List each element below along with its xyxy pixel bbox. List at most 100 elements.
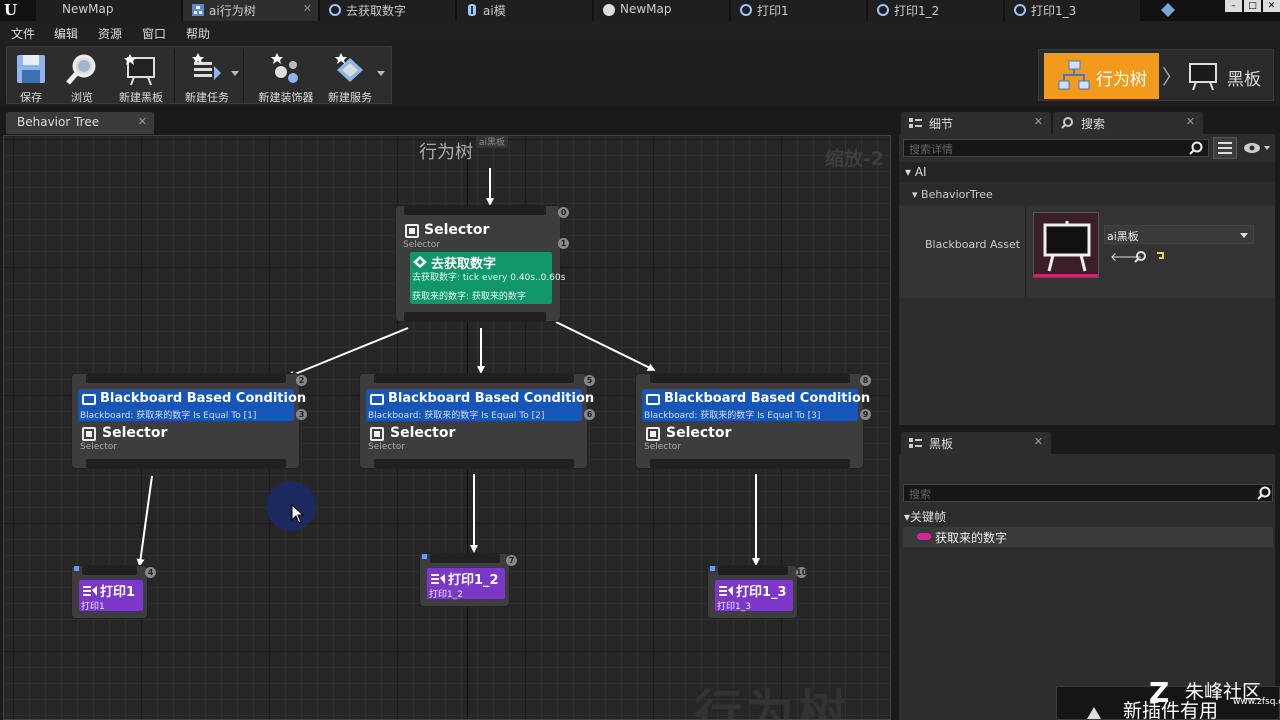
node-title: Selector xyxy=(666,425,732,441)
tab-blackboard[interactable]: 黑板 ✕ xyxy=(901,432,1051,454)
input-pin[interactable] xyxy=(404,206,546,215)
menu-asset[interactable]: 资源 xyxy=(98,27,123,41)
category-behavior-tree[interactable]: ▾ BehaviorTree xyxy=(899,184,1275,204)
visibility-eye-icon[interactable] xyxy=(1243,141,1271,155)
task-body[interactable]: 打印1_2 打印1_2 xyxy=(427,568,505,600)
toolbar-group: 保存 浏览 新建黑板 新建任务 新建装饰器 新建服务 xyxy=(6,46,392,104)
maximize-button[interactable]: □ xyxy=(1244,0,1261,12)
source-control-icon[interactable] xyxy=(1160,2,1176,18)
new-task-dropdown-icon[interactable] xyxy=(231,71,239,76)
category-ai[interactable]: ▾ AI xyxy=(899,162,1275,182)
tab-newmap[interactable]: NewMap xyxy=(36,0,181,21)
decorator-condition: Blackboard: 获取来的数字 Is Equal To [2] xyxy=(368,411,545,421)
branch-selector-node-2[interactable]: Blackboard Based Condition Blackboard: 获… xyxy=(360,374,595,468)
browse-search-icon[interactable] xyxy=(1133,250,1147,264)
input-pin[interactable] xyxy=(430,554,500,563)
close-window-button[interactable]: ✕ xyxy=(1263,0,1280,12)
use-selected-arrow-icon[interactable]: 🡐 xyxy=(1110,250,1143,264)
close-icon[interactable]: ✕ xyxy=(1185,115,1195,128)
blackboard-asset-combo[interactable]: ai黑板 xyxy=(1104,225,1254,244)
output-pin[interactable] xyxy=(404,312,546,321)
branch-selector-node-1[interactable]: Blackboard Based Condition Blackboard: 获… xyxy=(72,374,307,468)
new-decorator-button[interactable]: 新建装饰器 xyxy=(249,47,323,105)
keys-category-label: 关键帧 xyxy=(910,510,947,524)
menu-help[interactable]: 帮助 xyxy=(186,27,211,41)
breakpoint-marker-icon xyxy=(710,566,715,571)
save-button[interactable]: 保存 xyxy=(9,47,53,105)
cursor-highlight xyxy=(266,481,316,531)
details-tab-label: 细节 xyxy=(929,117,954,131)
service-get-number[interactable]: 去获取数字 去获取数字: tick every 0.40s..0.60s 获取来… xyxy=(410,252,565,304)
blackboard-mode-button[interactable]: 黑板 xyxy=(1179,53,1271,99)
new-blackboard-button[interactable]: 新建黑板 xyxy=(113,47,169,105)
tab-print1-2[interactable]: 打印1_2 xyxy=(868,0,1003,21)
zoom-level: 缩放-2 xyxy=(824,148,884,170)
tab-ai-behavior-tree[interactable]: ai行为树 ✕ xyxy=(183,0,318,21)
branch-selector-node-3[interactable]: Blackboard Based Condition Blackboard: 获… xyxy=(636,374,871,468)
output-pin[interactable] xyxy=(374,459,574,468)
task-subtitle: 打印1_2 xyxy=(429,590,463,600)
blackboard-keys-category[interactable]: ▾关键帧 xyxy=(904,510,947,524)
unreal-logo-icon[interactable]: U xyxy=(4,1,18,19)
input-pin[interactable] xyxy=(82,566,137,575)
new-service-label: 新建服务 xyxy=(328,91,372,104)
close-icon[interactable]: ✕ xyxy=(1033,435,1043,448)
close-icon[interactable]: ✕ xyxy=(137,115,147,128)
search-icon xyxy=(1189,141,1203,155)
close-icon[interactable]: ✕ xyxy=(1033,115,1043,128)
task-node-print1-2[interactable]: 打印1_2 打印1_2 7 xyxy=(420,554,517,606)
tab-ai-model[interactable]: ai模 xyxy=(457,0,592,21)
tab-print1-3[interactable]: 打印1_3 xyxy=(1005,0,1140,21)
tab-behavior-tree-graph[interactable]: Behavior Tree ✕ xyxy=(6,112,154,134)
input-pin[interactable] xyxy=(650,374,850,383)
tab-details[interactable]: 细节 ✕ xyxy=(901,112,1051,134)
selector-icon xyxy=(646,427,660,441)
behavior-tree-mode-button[interactable]: 行为树 xyxy=(1044,53,1159,99)
node-subtitle: Selector xyxy=(80,442,117,452)
menu-window[interactable]: 窗口 xyxy=(142,27,167,41)
blackboard-search-input[interactable]: 搜索 xyxy=(903,484,1273,502)
new-service-button[interactable]: 新建服务 xyxy=(325,47,375,105)
site-watermark: Z 朱峰社区 新插件有用 www.zfsq.com xyxy=(1056,676,1280,720)
tab-search[interactable]: 搜索 ✕ xyxy=(1053,112,1203,134)
output-pin[interactable] xyxy=(650,459,850,468)
asset-thumbnail[interactable] xyxy=(1033,212,1099,278)
output-pin[interactable] xyxy=(86,459,286,468)
browse-button[interactable]: 浏览 xyxy=(57,47,107,105)
view-options-button[interactable] xyxy=(1213,137,1237,159)
window-controls: – □ ✕ xyxy=(1225,0,1280,14)
tab-get-number[interactable]: 去获取数字 xyxy=(320,0,455,21)
task-node-print1-3[interactable]: 打印1_3 打印1_3 10 xyxy=(708,566,807,618)
details-search-input[interactable]: 搜索详情 xyxy=(903,139,1209,157)
blackboard-condition-decorator-2[interactable]: Blackboard Based Condition Blackboard: 获… xyxy=(366,389,594,421)
blackboard-condition-decorator-3[interactable]: Blackboard Based Condition Blackboard: 获… xyxy=(642,389,870,421)
tab-label: 打印1 xyxy=(757,4,789,18)
execution-index-badge: 8 xyxy=(860,375,871,386)
minimize-button[interactable]: – xyxy=(1225,0,1242,12)
task-node-print1[interactable]: 打印1 打印1 4 xyxy=(72,566,156,618)
close-icon[interactable]: ✕ xyxy=(302,2,312,15)
mouse-cursor-icon xyxy=(291,504,305,524)
wire-to-task-1 xyxy=(136,475,153,567)
blueprint-circle-icon xyxy=(877,4,889,16)
input-pin[interactable] xyxy=(718,566,788,575)
category-behavior-tree-label: BehaviorTree xyxy=(921,188,993,201)
reset-to-default-icon[interactable] xyxy=(1155,251,1165,261)
asset-type-color-bar xyxy=(1034,274,1098,277)
input-pin[interactable] xyxy=(374,374,574,383)
tab-print1[interactable]: 打印1 xyxy=(731,0,866,21)
menu-edit[interactable]: 编辑 xyxy=(54,27,79,41)
blackboard-condition-decorator-1[interactable]: Blackboard Based Condition Blackboard: 获… xyxy=(78,389,306,421)
root-selector-node[interactable]: Selector Selector 去获取数字 去获取数字: tick ever… xyxy=(396,206,569,321)
execution-index-badge: 10 xyxy=(796,567,808,578)
new-task-button[interactable]: 新建任务 xyxy=(177,47,237,105)
new-service-dropdown-icon[interactable] xyxy=(377,71,385,76)
menu-file[interactable]: 文件 xyxy=(11,27,36,41)
tab-newmap-2[interactable]: NewMap xyxy=(594,0,729,21)
input-pin[interactable] xyxy=(86,374,286,383)
blackboard-key-item[interactable]: 获取来的数字 xyxy=(903,527,1273,547)
service-blackboard-key: 获取来的数字: 获取来的数字 xyxy=(412,292,526,302)
behavior-tree-graph[interactable]: 行为树 ai黑板 缩放-2 行为树 Selector Selector 去获取数… xyxy=(3,135,891,720)
task-body[interactable]: 打印1_3 打印1_3 xyxy=(715,580,793,612)
task-body[interactable]: 打印1 打印1 xyxy=(79,580,143,612)
